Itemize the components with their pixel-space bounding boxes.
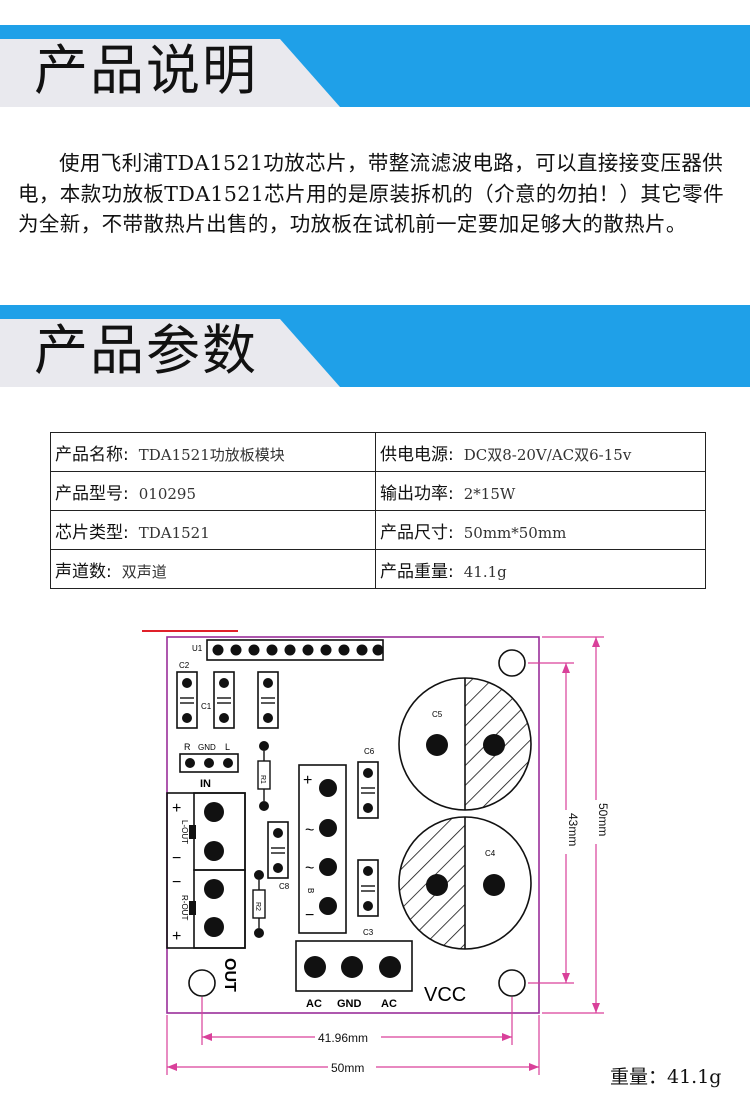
bridge-minus: − <box>305 907 314 924</box>
cap-c5 <box>398 677 532 811</box>
cap-c3 <box>357 859 379 917</box>
label-lout: L-OUT <box>180 820 189 844</box>
cap-c8 <box>267 821 289 879</box>
rout-plus: + <box>172 928 181 945</box>
cap-c2 <box>176 671 198 729</box>
cap-c6 <box>357 761 379 819</box>
param-value: DC双8-20V/AC双6-15v <box>463 445 632 464</box>
label-c4: C4 <box>485 849 496 858</box>
label-c5: C5 <box>432 710 443 719</box>
table-row: 产品名称: TDA1521功放板模块 供电电源: DC双8-20V/AC双6-15v <box>50 432 706 472</box>
dim-50mm-vertical: 50mm <box>596 803 610 836</box>
in-connector <box>179 753 239 773</box>
label-c8: C8 <box>279 882 290 891</box>
param-value: 50mm*50mm <box>463 523 567 542</box>
params-table: 产品名称: TDA1521功放板模块 供电电源: DC双8-20V/AC双6-15v… <box>50 432 706 589</box>
param-value: 双声道 <box>121 562 167 581</box>
vcc-terminal <box>295 940 413 992</box>
section-title-params: 产品参数 <box>34 319 258 382</box>
bridge-ac1: ~ <box>305 822 314 839</box>
mounting-holes <box>188 649 526 997</box>
weight-caption: 重量：41.1g <box>610 1066 722 1088</box>
dim-43mm: 43mm <box>566 813 580 846</box>
param-label: 产品型号: <box>55 483 129 504</box>
dim-50mm-horizontal: 50mm <box>331 1061 364 1075</box>
table-row: 声道数: 双声道 产品重量: 41.1g <box>50 549 706 589</box>
param-label: 输出功率: <box>380 483 454 504</box>
param-label: 供电电源: <box>380 444 454 465</box>
label-gnd: GND <box>337 998 362 1010</box>
section-banner-params: 产品参数 <box>0 305 750 387</box>
label-c3: C3 <box>363 928 374 937</box>
label-c2: C2 <box>179 661 190 670</box>
param-value: TDA1521功放板模块 <box>138 445 285 464</box>
label-ac2: AC <box>381 998 397 1010</box>
label-ac1: AC <box>306 998 322 1010</box>
pcb-layout-diagram: U1 C2 C1 R GND L IN R1 + − − + L-OUT R-O… <box>142 630 610 1075</box>
label-b: B <box>306 888 315 893</box>
cap-c4 <box>398 816 532 950</box>
param-label: 产品尺寸: <box>380 522 454 543</box>
cap-c1 <box>213 671 235 729</box>
label-c6: C6 <box>364 747 375 756</box>
rout-minus: − <box>172 874 181 891</box>
u1-pins <box>212 644 384 656</box>
table-row: 芯片类型: TDA1521 产品尺寸: 50mm*50mm <box>50 510 706 550</box>
label-out: OUT <box>221 958 238 992</box>
label-in-l: L <box>225 742 230 752</box>
table-row: 产品型号: 010295 输出功率: 2*15W <box>50 471 706 511</box>
bridge-plus: + <box>303 772 312 789</box>
label-in-gnd: GND <box>198 743 216 752</box>
label-u1: U1 <box>192 644 203 653</box>
dim-41-96mm: 41.96mm <box>318 1031 368 1045</box>
param-label: 芯片类型: <box>55 522 129 543</box>
param-label: 产品名称: <box>55 444 129 465</box>
param-label: 声道数: <box>55 561 112 582</box>
section-title-description: 产品说明 <box>34 39 258 102</box>
label-rout: R-OUT <box>180 895 189 920</box>
label-c1: C1 <box>201 702 212 711</box>
param-value: TDA1521 <box>138 523 210 542</box>
param-value: 41.1g <box>463 562 507 581</box>
cap-c7 <box>257 671 279 729</box>
bridge-rectifier <box>298 764 347 934</box>
label-vcc: VCC <box>424 984 466 1006</box>
label-r2: R2 <box>254 902 261 911</box>
label-r1: R1 <box>259 775 266 784</box>
param-value: 010295 <box>138 484 196 503</box>
label-in-r: R <box>184 742 191 752</box>
section-banner-description: 产品说明 <box>0 25 750 107</box>
product-description: 使用飞利浦TDA1521功放芯片，带整流滤波电路，可以直接接变压器供电，本款功放… <box>18 151 724 236</box>
lout-plus: + <box>172 800 181 817</box>
label-in: IN <box>200 778 211 790</box>
bridge-ac2: ~ <box>305 860 314 877</box>
param-label: 产品重量: <box>380 561 454 582</box>
param-value: 2*15W <box>463 484 516 503</box>
lout-minus: − <box>172 850 181 867</box>
